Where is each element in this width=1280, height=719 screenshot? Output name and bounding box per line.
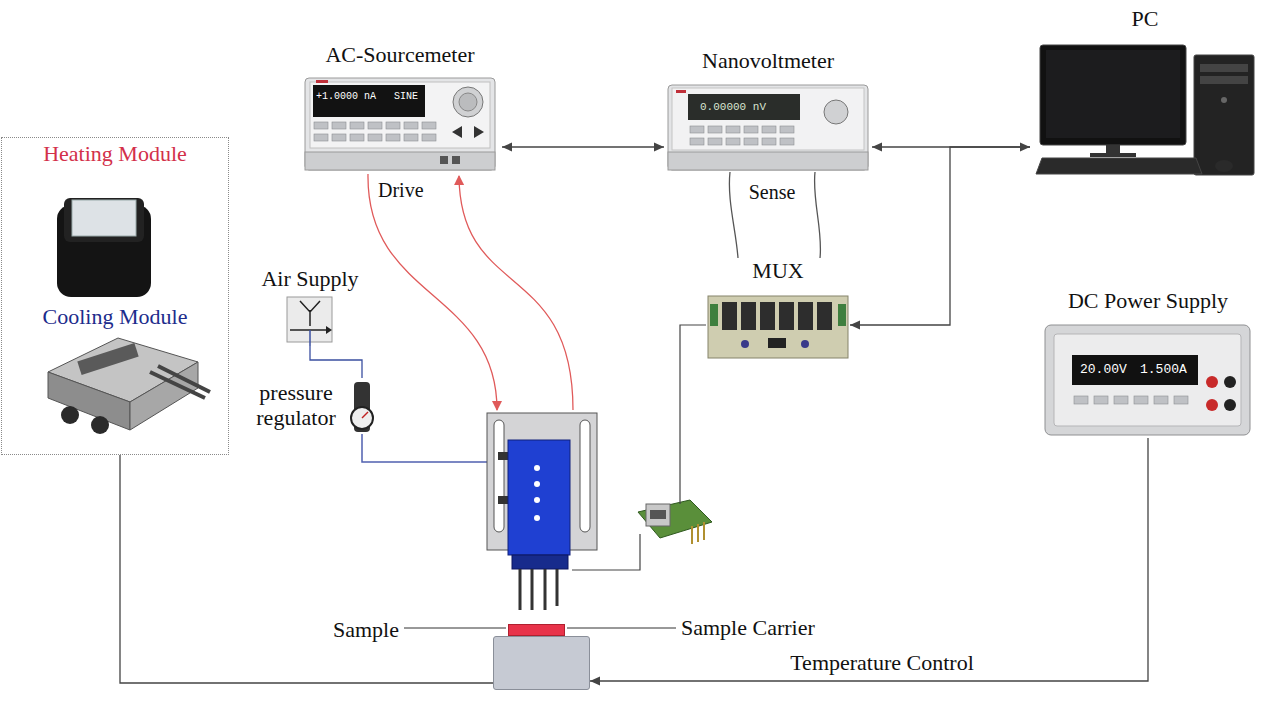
connector-wire xyxy=(814,172,820,258)
pressure-regulator: pressure regulator xyxy=(245,378,377,436)
multiplexer: MUX xyxy=(706,258,850,360)
sample-carrier: Sample Carrier xyxy=(493,636,590,690)
signal-name: Drive xyxy=(378,178,424,202)
display-reading: SINE xyxy=(394,90,418,104)
connector xyxy=(590,438,1148,686)
arrowhead xyxy=(502,143,512,152)
connector xyxy=(502,143,664,152)
node-title: pressure regulator xyxy=(245,380,347,430)
cooling-module-picture xyxy=(48,338,210,434)
connector xyxy=(120,455,493,683)
connector-line xyxy=(502,146,664,147)
connector-line xyxy=(310,346,362,378)
node-title: Heating Module xyxy=(2,141,228,167)
mux-board xyxy=(708,296,848,358)
connector xyxy=(850,147,1030,330)
dc-supply-picture xyxy=(1045,325,1250,435)
air-supply-symbol xyxy=(287,297,332,346)
nanovoltmeter-picture xyxy=(668,85,868,170)
connector-board xyxy=(572,325,712,570)
probe-head xyxy=(487,413,597,610)
module-group: Heating ModuleCooling Module xyxy=(1,137,229,455)
connector xyxy=(310,346,362,378)
node-title: Air Supply xyxy=(261,266,358,292)
regulator-picture xyxy=(351,382,489,462)
display-reading: 20.00V xyxy=(1080,361,1127,378)
arrowhead xyxy=(850,321,860,330)
instrument: AC-Sourcemeter xyxy=(298,42,502,172)
arrowhead xyxy=(654,143,664,152)
heating-module-picture xyxy=(57,198,151,297)
arrowhead xyxy=(590,677,600,686)
computer: PC xyxy=(1030,6,1260,178)
node-title: DC Power Supply xyxy=(1068,288,1228,314)
air-supply: Air Supply xyxy=(245,266,375,346)
instrument: Nanovoltmeter xyxy=(664,48,872,172)
connector-line xyxy=(120,455,493,683)
connector-line xyxy=(850,147,1030,325)
display-reading: 0.00000 nV xyxy=(700,100,766,115)
arrowhead xyxy=(872,143,882,152)
node-title: AC-Sourcemeter xyxy=(325,42,474,68)
display-reading: 1.500A xyxy=(1140,361,1187,378)
edge-label: Sense xyxy=(747,180,798,204)
node-title: Nanovoltmeter xyxy=(702,48,834,74)
node-title: PC xyxy=(1132,6,1159,32)
drive-wires xyxy=(368,174,573,410)
pc-picture xyxy=(1036,45,1254,175)
connector-wire xyxy=(729,172,738,258)
display-reading: +1.0000 nA xyxy=(316,90,376,104)
node-title: MUX xyxy=(752,258,803,284)
node-title: Sample xyxy=(333,617,399,643)
connector-line xyxy=(590,438,1148,681)
connector xyxy=(729,172,820,258)
node-title: Cooling Module xyxy=(2,304,228,330)
edge-label: Temperature Control xyxy=(788,650,976,676)
sample-block: Sample xyxy=(508,624,565,636)
node-title: Sample Carrier xyxy=(681,615,815,641)
sourcemeter-picture xyxy=(305,78,495,170)
